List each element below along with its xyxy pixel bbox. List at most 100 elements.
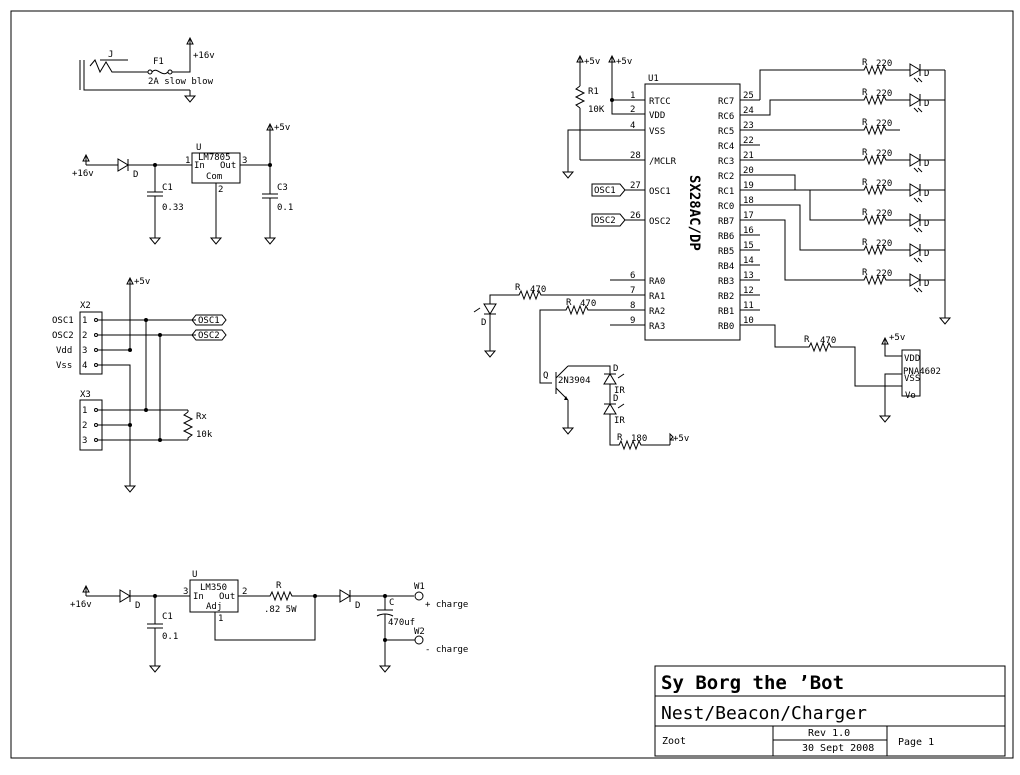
- ra1-r-value: 470: [530, 285, 546, 295]
- mcu-right-pin-name: RB7: [718, 217, 734, 227]
- charger-pin-in: In: [193, 592, 204, 602]
- irrx-pin-vss: VSS: [904, 374, 920, 384]
- mcu-right-pin-number: 25: [743, 91, 754, 101]
- mcu-left-pin-number: 8: [630, 301, 635, 311]
- ra2-r-ref: R: [566, 298, 572, 308]
- sheet-border: [10, 10, 1014, 759]
- led-row-resistor-ref: R: [862, 118, 868, 128]
- reg5-pin-out: Out: [220, 161, 236, 171]
- charger-pin-out: Out: [219, 592, 235, 602]
- charger-w1-label: + charge: [425, 600, 468, 610]
- irrx-supply: +5v: [889, 333, 905, 343]
- reg5-pin1: 1: [185, 156, 190, 166]
- led-row-resistor-ref: R: [862, 88, 868, 98]
- mcu-left-pin-name: RA0: [649, 277, 665, 287]
- x2-body: [79, 311, 103, 375]
- mcu-left-pin-number: 26: [630, 211, 641, 221]
- mcu-left-pin-name: RA1: [649, 292, 665, 302]
- led-row-resistor-ref: R: [862, 58, 868, 68]
- led-row-resistor-value: 220: [876, 179, 892, 189]
- rx-value: 10k: [196, 430, 213, 440]
- led-row-diode: [909, 63, 921, 77]
- r180-value: 180: [631, 434, 647, 444]
- mcu-right-pin-name: RC0: [718, 202, 734, 212]
- mcu-left-pin-number: 9: [630, 316, 635, 326]
- x2-label-osc2: OSC2: [52, 331, 74, 341]
- x2-pin2: 2: [82, 331, 87, 341]
- reg5-pin-com: Com: [206, 172, 222, 182]
- mcu-r1-value: 10K: [588, 105, 605, 115]
- led-row-diode: [909, 93, 921, 107]
- mcu-right-pin-name: RC7: [718, 97, 734, 107]
- led-row-diode-ref: D: [924, 69, 929, 79]
- mcu-right-pin-name: RC3: [718, 157, 734, 167]
- reg5-c1-value: 0.33: [162, 203, 184, 213]
- led-row-resistor-ref: R: [862, 208, 868, 218]
- mcu-left-pin-name: VSS: [649, 127, 665, 137]
- led-row-diode: [909, 273, 921, 287]
- led-row-trace: [760, 204, 860, 251]
- x2-net-osc2: OSC2: [198, 331, 220, 341]
- irrx-pin-out: Vo: [905, 391, 916, 401]
- x2-net-osc1: OSC1: [198, 316, 220, 326]
- charger-cap-value: 470uf: [388, 618, 415, 628]
- led-row-resistor-value: 220: [876, 59, 892, 69]
- mcu-right-pin-number: 20: [743, 166, 754, 176]
- x2-pin1: 1: [82, 316, 87, 326]
- led-row-diode-ref: D: [924, 159, 929, 169]
- mcu-right-pin-name: RB1: [718, 307, 734, 317]
- r180-ref: R: [617, 433, 623, 443]
- irrx-part: PNA4602: [903, 367, 941, 377]
- x2-pin4: 4: [82, 361, 87, 371]
- charger-w1-ref: W1: [414, 582, 425, 592]
- mcu-left-pin-name: RTCC: [649, 97, 671, 107]
- led-row-resistor-ref: R: [862, 238, 868, 248]
- mcu-net-osc1: OSC1: [594, 186, 616, 196]
- led-row-trace: [760, 189, 860, 221]
- x2-label-osc1: OSC1: [52, 316, 74, 326]
- charger-diode-b-ref: D: [355, 601, 360, 611]
- rx-ref: Rx: [196, 412, 207, 422]
- mcu-left-pin-name: OSC1: [649, 187, 671, 197]
- page-text: Page 1: [898, 737, 934, 748]
- programming-headers-section: +5v X2 1 2 3 4 OSC1 OSC2 Vdd Vss OSC1 OS…: [52, 277, 227, 493]
- ra2-ir-driver-section: R 470 Q 2N3904 D IR D IR R 180 +5v: [539, 298, 689, 450]
- irrx-pin-vdd: VDD: [904, 354, 920, 364]
- led-row-resistor-value: 220: [876, 89, 892, 99]
- mcu-left-pin-name: VDD: [649, 111, 665, 121]
- mcu-r1-supply: +5v: [584, 57, 600, 67]
- charger-pin-adj: Adj: [206, 602, 222, 612]
- title-text: Sy Borg the ’Bot: [661, 672, 844, 694]
- mcu-left-pin-name: RA2: [649, 307, 665, 317]
- reg5-pin2: 2: [218, 185, 223, 195]
- fuse-value: 2A slow blow: [148, 77, 214, 87]
- mcu-left-pin-number: 7: [630, 286, 635, 296]
- x2-pin3: 3: [82, 346, 87, 356]
- mcu-right-pin-number: 16: [743, 226, 754, 236]
- jack-supply-label: +16v: [193, 51, 215, 61]
- mcu-right-pin-name: RB5: [718, 247, 734, 257]
- reg5-c1-ref: C1: [162, 183, 173, 193]
- mcu-ref: U1: [648, 74, 659, 84]
- reg5-part: LM7805: [198, 153, 231, 163]
- fuse-ref: F1: [153, 57, 164, 67]
- led-row-trace: [759, 69, 860, 100]
- charger-section: +16v D C1 0.1 U LM350 In Out Adj 3 2 1 R…: [70, 570, 468, 673]
- led-row-trace: [760, 99, 860, 116]
- mcu-right-pin-name: RB4: [718, 262, 734, 272]
- charger-pin2: 2: [242, 587, 247, 597]
- title-block: Sy Borg the ’Bot Nest/Beacon/Charger Zoo…: [654, 665, 1006, 757]
- mcu-right-pin-name: RC2: [718, 172, 734, 182]
- led-row-resistor-value: 220: [876, 149, 892, 159]
- led-row-resistor-value: 220: [876, 209, 892, 219]
- led-row-diode: [909, 243, 921, 257]
- charger-w2-label: - charge: [425, 645, 468, 655]
- x2-label-vss: Vss: [56, 361, 72, 371]
- mcu-right-pin-number: 13: [743, 271, 754, 281]
- led-row-resistor-ref: R: [862, 178, 868, 188]
- reg5-ref: U: [196, 143, 201, 153]
- mcu-left-pin-name: OSC2: [649, 217, 671, 227]
